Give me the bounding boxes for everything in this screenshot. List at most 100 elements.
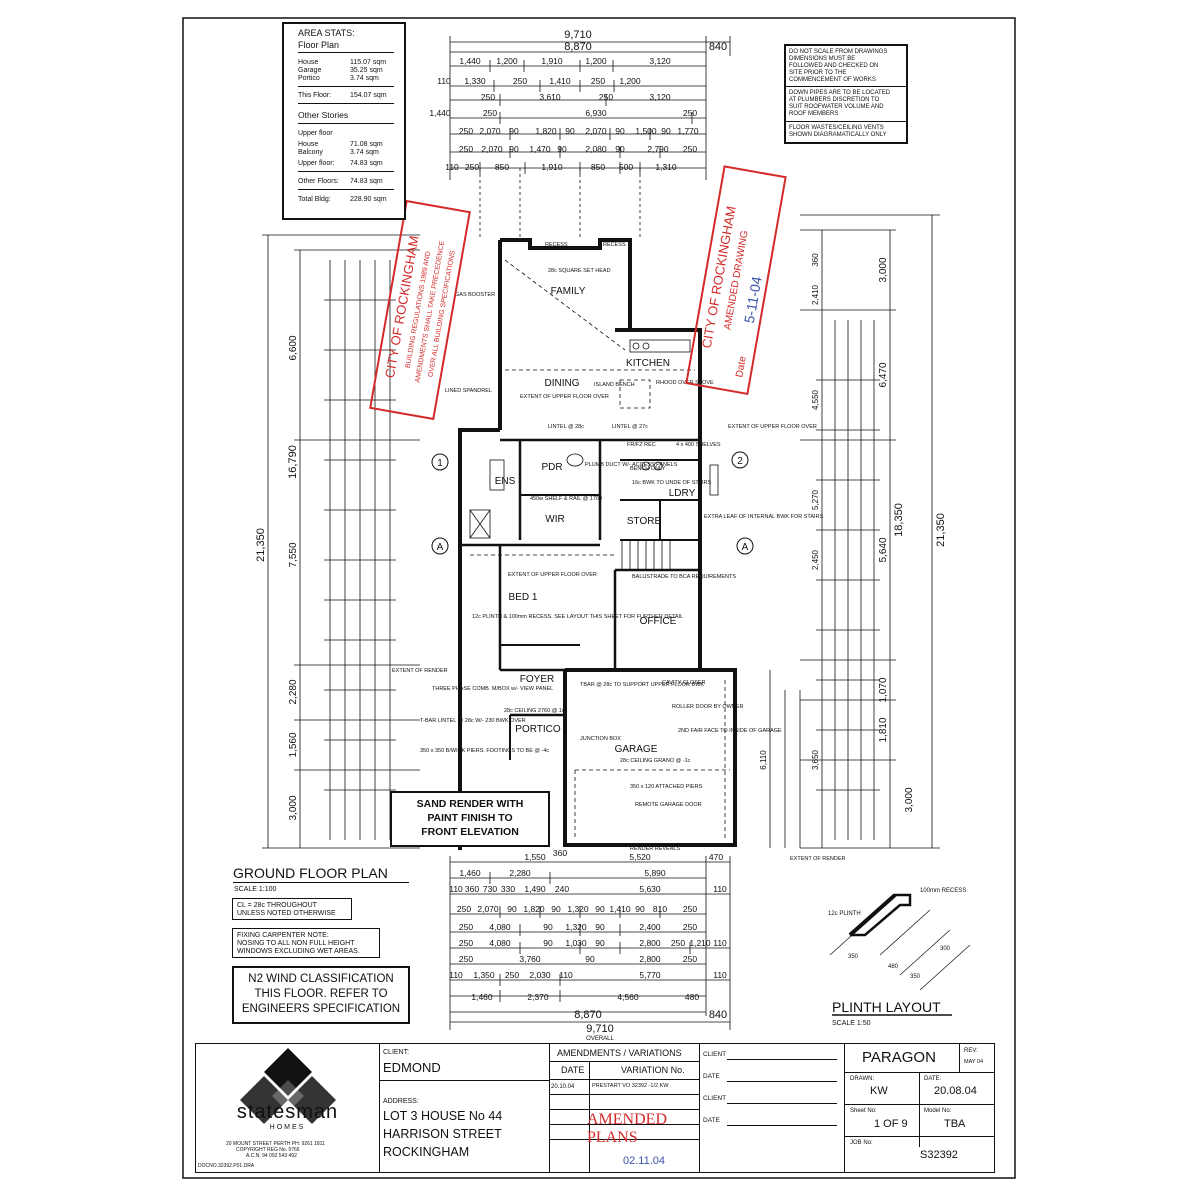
svg-text:5,630: 5,630	[639, 884, 661, 894]
svg-text:5,270: 5,270	[811, 489, 820, 510]
right-house: 18,350	[893, 503, 905, 537]
svg-text:300: 300	[940, 946, 951, 952]
svg-text:5,890: 5,890	[644, 868, 666, 878]
svg-text:250: 250	[459, 144, 473, 154]
svg-text:90: 90	[585, 954, 595, 964]
svg-text:350 x 120 ATTACHED PIERS: 350 x 120 ATTACHED PIERS	[630, 784, 703, 790]
svg-text:28c CEILING 2760 @ 1c: 28c CEILING 2760 @ 1c	[504, 708, 565, 714]
svg-text:RECESS: RECESS	[545, 242, 568, 248]
svg-text:2,410: 2,410	[811, 284, 820, 305]
svg-text:28c SQUARE SET HEAD: 28c SQUARE SET HEAD	[548, 268, 611, 274]
svg-text:EXTRA LEAF OF INTERNAL BWK FOR: EXTRA LEAF OF INTERNAL BWK FOR STAIRS	[704, 514, 824, 520]
svg-text:350 x 350 B/WICK PIERS. FOOTIN: 350 x 350 B/WICK PIERS. FOOTINGS TO BE @…	[420, 748, 549, 754]
room-family: FAMILY	[551, 286, 586, 297]
svg-text:3,000: 3,000	[904, 787, 915, 812]
svg-text:360: 360	[811, 253, 820, 267]
room-wir: WIR	[545, 514, 564, 525]
drawing-date: 20.08.04	[934, 1085, 977, 1097]
svg-text:TBAR @ 28c TO SUPPORT UPPER FL: TBAR @ 28c TO SUPPORT UPPER FLOOR BWK	[580, 682, 704, 688]
svg-text:1,310: 1,310	[655, 162, 677, 172]
svg-text:1,770: 1,770	[677, 126, 699, 136]
svg-text:FR/FZ REC: FR/FZ REC	[627, 442, 656, 448]
room-kitchen: KITCHEN	[626, 358, 670, 369]
svg-text:GAS BOOSTER: GAS BOOSTER	[455, 292, 495, 298]
svg-text:6,110: 6,110	[759, 750, 768, 770]
plan-scale: SCALE 1:100	[234, 886, 277, 893]
svg-text:EXTENT OF UPPER FLOOR OVER: EXTENT OF UPPER FLOOR OVER	[520, 394, 609, 400]
svg-text:3,650: 3,650	[811, 749, 820, 770]
svg-text:90: 90	[509, 126, 519, 136]
svg-text:1,910: 1,910	[541, 56, 563, 66]
svg-text:3,000: 3,000	[878, 257, 889, 282]
svg-text:110: 110	[445, 162, 459, 172]
svg-text:EXTENT OF RENDER: EXTENT OF RENDER	[392, 668, 448, 674]
svg-text:90: 90	[543, 922, 553, 932]
svg-text:7,550: 7,550	[288, 542, 299, 567]
svg-text:350: 350	[848, 954, 859, 960]
svg-text:250: 250	[683, 144, 697, 154]
svg-text:1,320: 1,320	[567, 904, 589, 914]
left-dimensions	[262, 234, 420, 849]
client-address-panel: CLIENT: EDMOND ADDRESS: LOT 3 HOUSE No 4…	[379, 1044, 550, 1172]
svg-text:28c CEILING GRANO @ -1c: 28c CEILING GRANO @ -1c	[620, 758, 691, 764]
svg-text:90: 90	[595, 938, 605, 948]
svg-text:90: 90	[509, 144, 519, 154]
amended-plans-stamp-2: PLANS	[587, 1129, 638, 1146]
fixing-carpenter-note: FIXING CARPENTER NOTE: NOSING TO ALL NON…	[232, 928, 380, 958]
svg-text:1,350: 1,350	[473, 970, 495, 980]
room-ens: ENS	[495, 476, 516, 487]
svg-text:REMOTE GARAGE DOOR: REMOTE GARAGE DOOR	[635, 802, 702, 808]
svg-text:2,070: 2,070	[585, 126, 607, 136]
svg-text:250: 250	[513, 76, 527, 86]
svg-text:OVERALL: OVERALL	[586, 1036, 614, 1042]
amended-plans-stamp-1: AMENDED	[587, 1111, 667, 1128]
svg-text:90: 90	[615, 144, 625, 154]
svg-text:90: 90	[615, 126, 625, 136]
ceiling-note: CL = 28c THROUGHOUT UNLESS NOTED OTHERWI…	[232, 898, 352, 920]
drawn-by: KW	[870, 1085, 888, 1097]
house-width-top: 8,870	[564, 41, 592, 53]
svg-text:2,070: 2,070	[481, 144, 503, 154]
walls	[458, 238, 737, 850]
svg-text:90: 90	[551, 904, 561, 914]
svg-text:2,800: 2,800	[639, 938, 661, 948]
section-marker-1: 1	[437, 458, 443, 469]
svg-text:RENDER REVEALS: RENDER REVEALS	[630, 846, 680, 852]
svg-text:2,280: 2,280	[288, 679, 299, 704]
top-dimensions	[449, 36, 731, 240]
plinth-title-block: PLINTH LAYOUT SCALE 1:50	[832, 999, 952, 1027]
svg-text:500: 500	[619, 162, 633, 172]
svg-text:110: 110	[713, 970, 727, 980]
plan-title: GROUND FLOOR PLAN	[233, 865, 388, 881]
svg-text:90: 90	[595, 922, 605, 932]
svg-text:1,030: 1,030	[565, 938, 587, 948]
svg-text:1,810: 1,810	[878, 717, 889, 742]
section-markers	[431, 451, 754, 555]
svg-text:LINTEL @ 27c: LINTEL @ 27c	[612, 424, 648, 430]
svg-text:850: 850	[495, 162, 509, 172]
svg-text:2,800: 2,800	[639, 954, 661, 964]
svg-text:1,070: 1,070	[878, 677, 889, 702]
svg-text:ROLLER DOOR BY OWNER: ROLLER DOOR BY OWNER	[672, 704, 743, 710]
svg-text:2,070: 2,070	[479, 126, 501, 136]
overall-width-top: 9,710	[564, 29, 592, 41]
svg-text:1,820: 1,820	[535, 126, 557, 136]
svg-text:BALUSTRADE TO BCA REQUIREMENTS: BALUSTRADE TO BCA REQUIREMENTS	[632, 574, 736, 580]
address-line-3: ROCKINGHAM	[383, 1145, 470, 1159]
svg-text:250: 250	[683, 108, 697, 118]
svg-text:RHOOD OVER STOVE: RHOOD OVER STOVE	[656, 380, 714, 386]
svg-text:1,820: 1,820	[523, 904, 545, 914]
job-number: S32392	[920, 1149, 958, 1161]
svg-text:450w SHELF & RAIL @ 1700: 450w SHELF & RAIL @ 1700	[530, 496, 602, 502]
svg-text:350: 350	[910, 974, 921, 980]
svg-text:810: 810	[653, 904, 667, 914]
svg-text:730: 730	[483, 884, 497, 894]
sand-render-note: SAND RENDER WITH PAINT FINISH TO FRONT E…	[390, 791, 550, 847]
svg-text:110: 110	[713, 884, 727, 894]
svg-text:BENCH ONLY: BENCH ONLY	[630, 466, 666, 472]
stamp-right-date-label: Date	[734, 355, 749, 378]
svg-text:LINTEL @ 28c: LINTEL @ 28c	[548, 424, 584, 430]
svg-text:250: 250	[459, 938, 473, 948]
fixtures	[469, 339, 719, 539]
